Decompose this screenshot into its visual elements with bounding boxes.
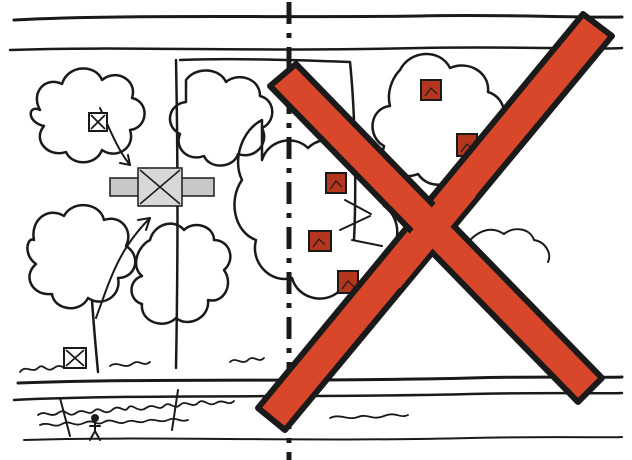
pedestrian-figure-icon [90,415,100,440]
shrub-scribbles [20,358,264,372]
marker-red-3 [326,173,346,193]
tree-mid-left [27,205,135,308]
tree-top-center [170,70,272,165]
road-crossing [110,168,214,206]
marker-left-top [89,113,107,131]
movement-arrows [96,108,150,318]
tree-top-left [31,68,145,162]
prohibited-x-mark-icon [258,14,612,430]
tree-mid-center [132,224,231,324]
marker-left-bottom [64,348,86,368]
marker-red-4 [309,231,331,251]
marker-red-1 [421,80,441,100]
bottom-hedge-scribble [38,401,408,426]
